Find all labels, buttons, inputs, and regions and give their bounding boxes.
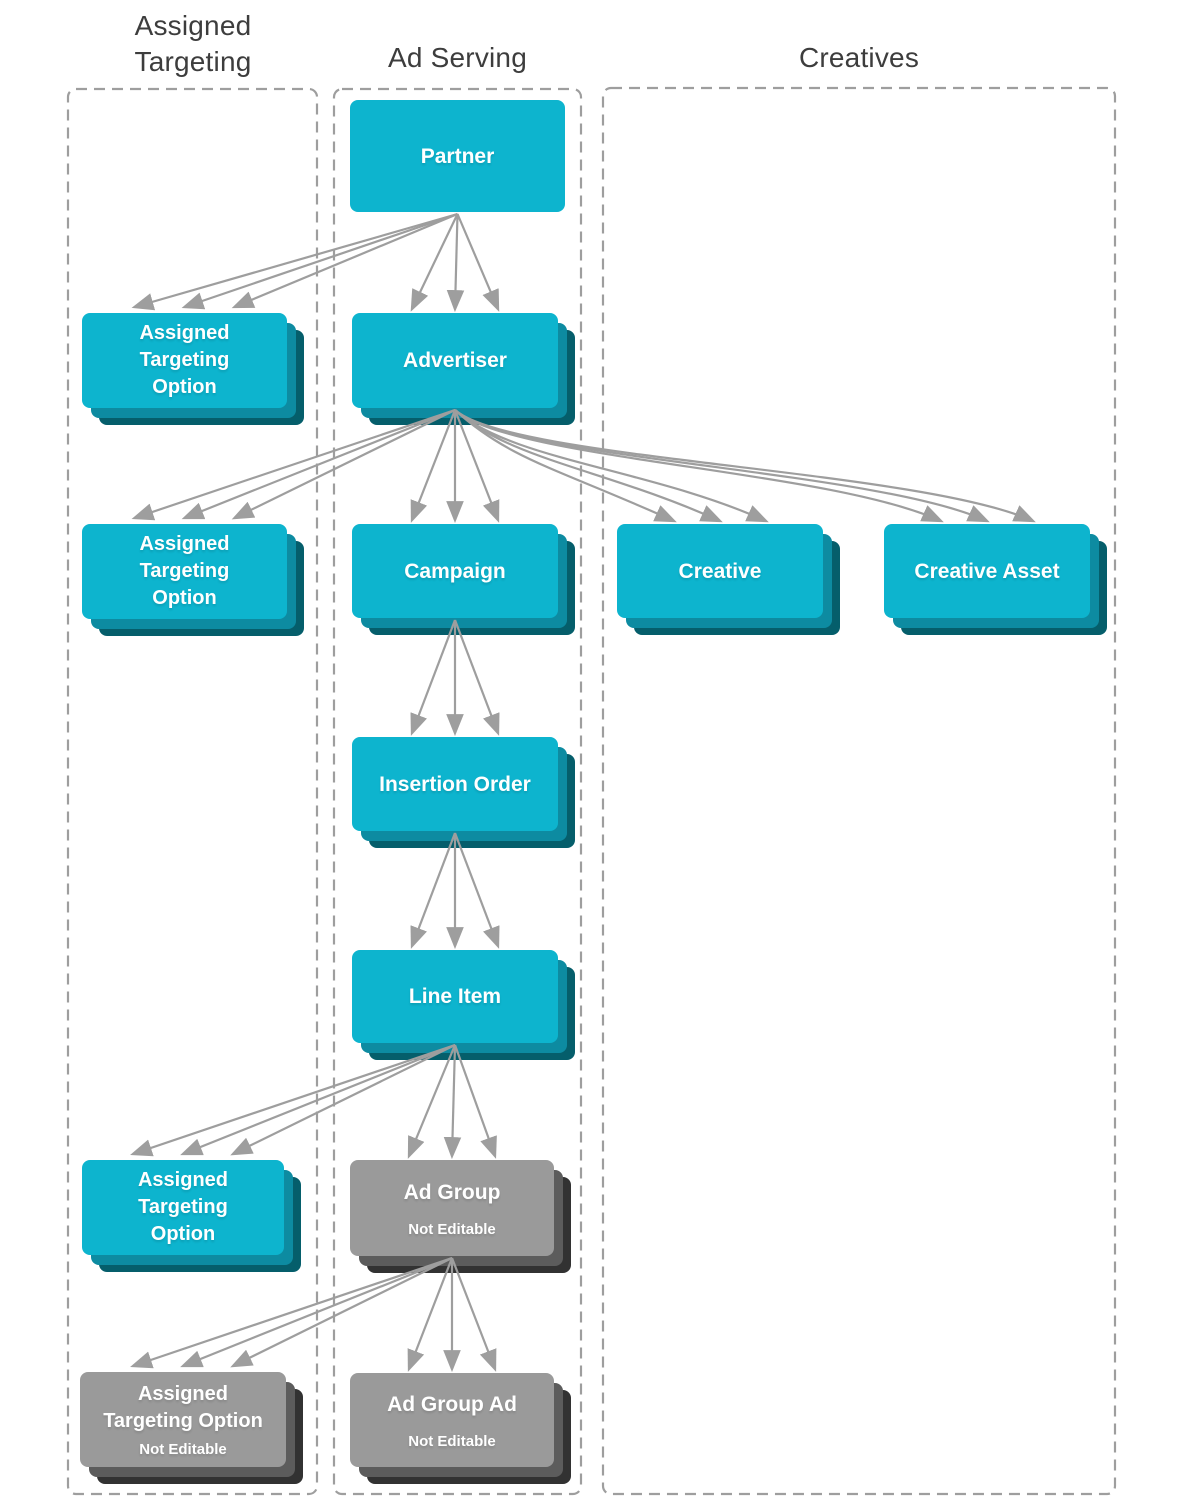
- node-campaign: Campaign: [352, 524, 575, 635]
- node-creative-asset: Creative Asset: [884, 524, 1107, 635]
- column-title-creatives: Creatives: [798, 42, 920, 73]
- node-advertiser: Advertiser: [352, 313, 575, 425]
- node-sublabel: Not Editable: [139, 1441, 227, 1458]
- node-label: Insertion Order: [379, 772, 531, 796]
- edge-arrow-line: [231, 212, 458, 309]
- edge-campaign-to-insertion-order: [410, 619, 500, 737]
- node-insertion-order: Insertion Order: [352, 737, 575, 848]
- node-label: Ad Group: [403, 1180, 501, 1204]
- node-label: Creative Asset: [914, 559, 1060, 583]
- node-face: Partner: [350, 100, 565, 212]
- edge-arrow-line: [453, 832, 500, 949]
- node-label: Creative: [678, 559, 762, 583]
- edge-arrow-line: [181, 212, 458, 310]
- edge-arrow-line: [230, 1044, 456, 1156]
- node-face: Line Item: [352, 950, 558, 1043]
- edge-arrow-line: [443, 1044, 462, 1160]
- edge-arrow-line: [231, 409, 456, 520]
- edge-arrow-line: [446, 213, 465, 313]
- node-line-item: Line Item: [352, 950, 575, 1060]
- edge-advertiser-to-creative-asset: [454, 409, 1036, 523]
- edge-arrow-line: [410, 832, 457, 949]
- node-ad-group-ad: Ad Group Ad Not Editable: [350, 1373, 571, 1484]
- edge-arrow-line: [453, 619, 500, 736]
- edge-partner-to-advertiser: [410, 213, 500, 313]
- node-face: Creative Asset: [884, 524, 1090, 618]
- edge-arrow-line: [410, 213, 459, 312]
- edge-arrow-line: [454, 409, 944, 523]
- node-face: Ad Group Ad Not Editable: [350, 1373, 554, 1467]
- node-sublabel: Not Editable: [408, 1220, 496, 1238]
- edge-arrow-line: [180, 1256, 453, 1368]
- node-label: Partner: [420, 144, 495, 168]
- edge-line-item-to-ad-group: [407, 1044, 497, 1160]
- edge-arrow-line: [131, 212, 458, 311]
- edge-line-item-to-ato-line-item: [130, 1043, 456, 1157]
- edge-advertiser-to-ato-advertiser: [131, 408, 456, 521]
- edge-arrow-line: [454, 409, 769, 523]
- edge-arrow-line: [131, 408, 456, 521]
- edge-arrow-line: [454, 409, 990, 523]
- edge-arrow-line: [180, 1043, 456, 1156]
- edge-arrow-line: [130, 1043, 456, 1157]
- column-frame-creatives: [601, 86, 1117, 1496]
- node-face: Campaign: [352, 524, 558, 618]
- edge-ad-group-to-ad-group-ad: [407, 1257, 497, 1373]
- node-face: Advertiser: [352, 313, 558, 408]
- column-frame-assigned-targeting: [66, 87, 319, 1496]
- node-partner: Partner: [350, 100, 565, 212]
- edge-arrow-line: [410, 409, 457, 523]
- edge-arrow-line: [453, 1044, 497, 1159]
- edge-arrow-line: [230, 1257, 453, 1368]
- edge-insertion-order-to-line-item: [410, 832, 500, 950]
- edge-advertiser-to-creative: [454, 409, 769, 523]
- node-label: Ad Group Ad: [387, 1392, 517, 1416]
- edge-arrow-line: [456, 213, 500, 312]
- node-label: Campaign: [404, 559, 506, 583]
- edge-arrow-line: [454, 409, 1036, 523]
- edge-arrow-line: [450, 1257, 497, 1372]
- edge-arrow-line: [407, 1044, 457, 1159]
- column-title-ad-serving: Ad Serving: [388, 42, 527, 73]
- edge-arrow-line: [407, 1257, 454, 1372]
- node-sublabel: Not Editable: [408, 1432, 496, 1450]
- edge-arrow-line: [410, 619, 457, 736]
- node-face: Creative: [617, 524, 823, 618]
- edge-ad-group-to-ato-ad-group: [130, 1256, 453, 1369]
- edge-arrow-line: [130, 1256, 453, 1369]
- node-label: Advertiser: [403, 349, 507, 372]
- edge-arrow-line: [181, 408, 456, 520]
- column-title-assigned-targeting: Assigned Targeting: [134, 10, 252, 77]
- edge-advertiser-to-campaign: [410, 409, 500, 524]
- edge-arrow-line: [453, 409, 500, 523]
- node-face: Insertion Order: [352, 737, 558, 831]
- node-label: Line Item: [408, 985, 502, 1008]
- node-creative: Creative: [617, 524, 840, 635]
- edge-partner-to-ato-partner: [131, 212, 458, 311]
- edge-arrow-line: [454, 409, 723, 523]
- edge-arrow-line: [454, 409, 677, 523]
